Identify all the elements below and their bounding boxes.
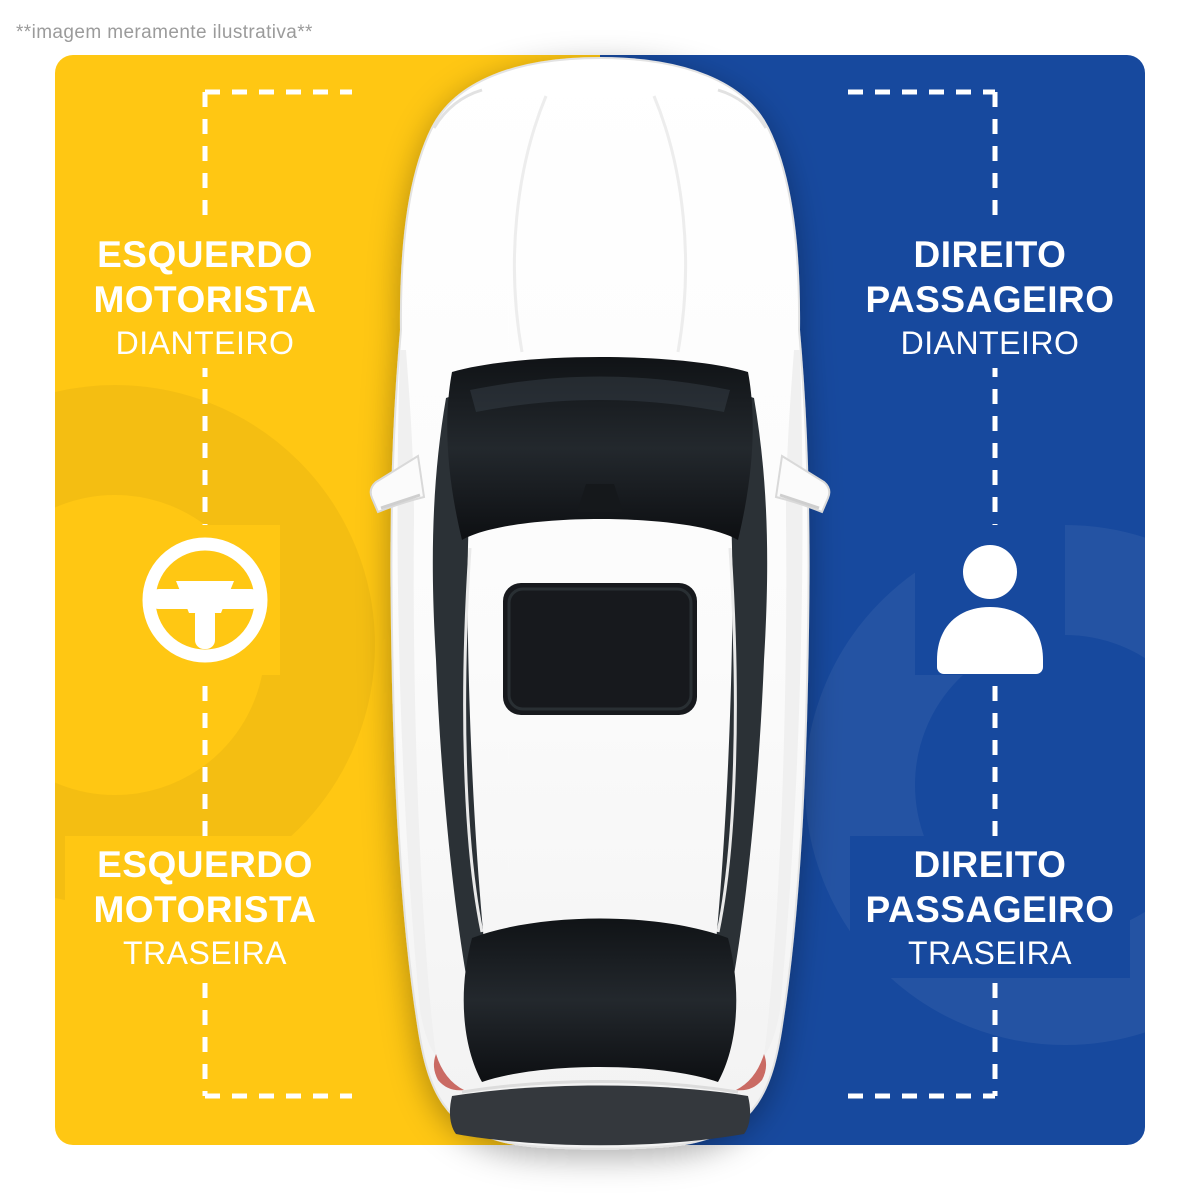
label-rear-right: DIREITO PASSAGEIRO TRASEIRA bbox=[850, 836, 1130, 978]
label-front-left: ESQUERDO MOTORISTA DIANTEIRO bbox=[65, 226, 345, 368]
label-line: DIANTEIRO bbox=[900, 325, 1080, 361]
label-line: TRASEIRA bbox=[907, 935, 1073, 971]
person-icon bbox=[937, 545, 1043, 674]
passenger-icon-box bbox=[915, 525, 1065, 675]
label-line: TRASEIRA bbox=[122, 935, 288, 971]
steering-wheel-icon bbox=[142, 537, 268, 663]
label-front-right: DIREITO PASSAGEIRO DIANTEIRO bbox=[850, 226, 1130, 368]
label-line: ESQUERDO bbox=[97, 844, 313, 885]
label-rear-left: ESQUERDO MOTORISTA TRASEIRA bbox=[65, 836, 345, 978]
label-line: MOTORISTA bbox=[93, 279, 317, 320]
label-line: PASSAGEIRO bbox=[865, 889, 1115, 930]
label-line: DIREITO bbox=[913, 844, 1067, 885]
driver-icon-box bbox=[130, 525, 280, 675]
disclaimer-text: **imagem meramente ilustrativa** bbox=[16, 22, 313, 43]
label-line: PASSAGEIRO bbox=[865, 279, 1115, 320]
label-line: ESQUERDO bbox=[97, 234, 313, 275]
label-line: DIREITO bbox=[913, 234, 1067, 275]
label-line: MOTORISTA bbox=[93, 889, 317, 930]
label-line: DIANTEIRO bbox=[115, 325, 295, 361]
